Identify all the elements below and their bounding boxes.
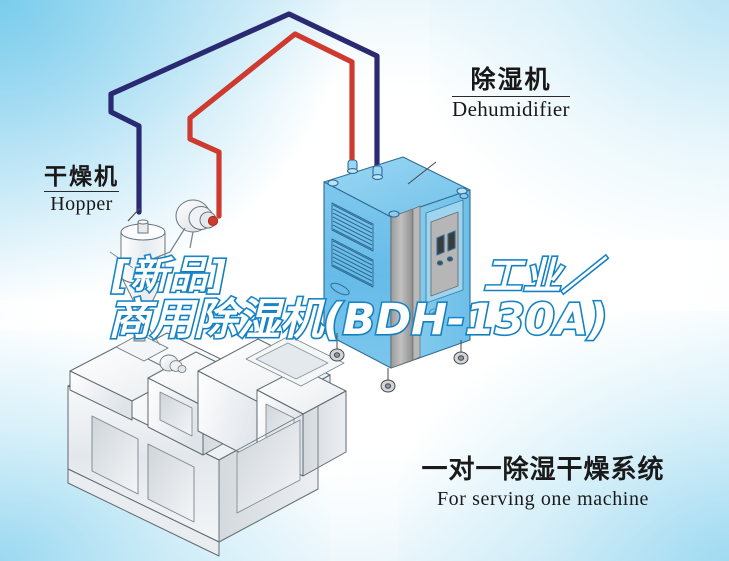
injection-molding-machine: [67, 313, 347, 557]
system-caption: 一对一除湿干燥系统 For serving one machine: [398, 454, 688, 511]
background-corner-top-right: [429, 0, 729, 240]
callout-hopper-cn: 干燥机: [44, 163, 119, 189]
system-caption-cn: 一对一除湿干燥系统: [421, 454, 665, 484]
callout-dehumidifier: 除湿机 Dehumidifier: [452, 68, 570, 120]
callout-dehumidifier-en: Dehumidifier: [452, 97, 570, 121]
background-corner-top-left: [0, 0, 340, 300]
leader-line-dehumidifier: [407, 161, 437, 185]
dehumidifier-cabinet: [323, 156, 471, 393]
blower-unit: [149, 199, 219, 261]
callout-dehumidifier-cn: 除湿机: [470, 66, 552, 94]
callout-hopper-en: Hopper: [50, 193, 113, 215]
callout-dehumidifier-rule: [452, 96, 570, 97]
hopper-dryer: [120, 219, 166, 317]
callout-hopper-rule: [44, 191, 119, 192]
callout-hopper: 干燥机 Hopper: [44, 165, 119, 214]
system-caption-en: For serving one machine: [436, 487, 650, 510]
pipe-return-air: [187, 31, 355, 219]
hopper-leader-tick: [109, 251, 134, 269]
background-corner-bottom-right: [399, 311, 729, 561]
hopper-feed-line: [142, 315, 161, 346]
leader-line-hopper: [127, 207, 141, 222]
pipe-supply-air: [108, 11, 380, 215]
